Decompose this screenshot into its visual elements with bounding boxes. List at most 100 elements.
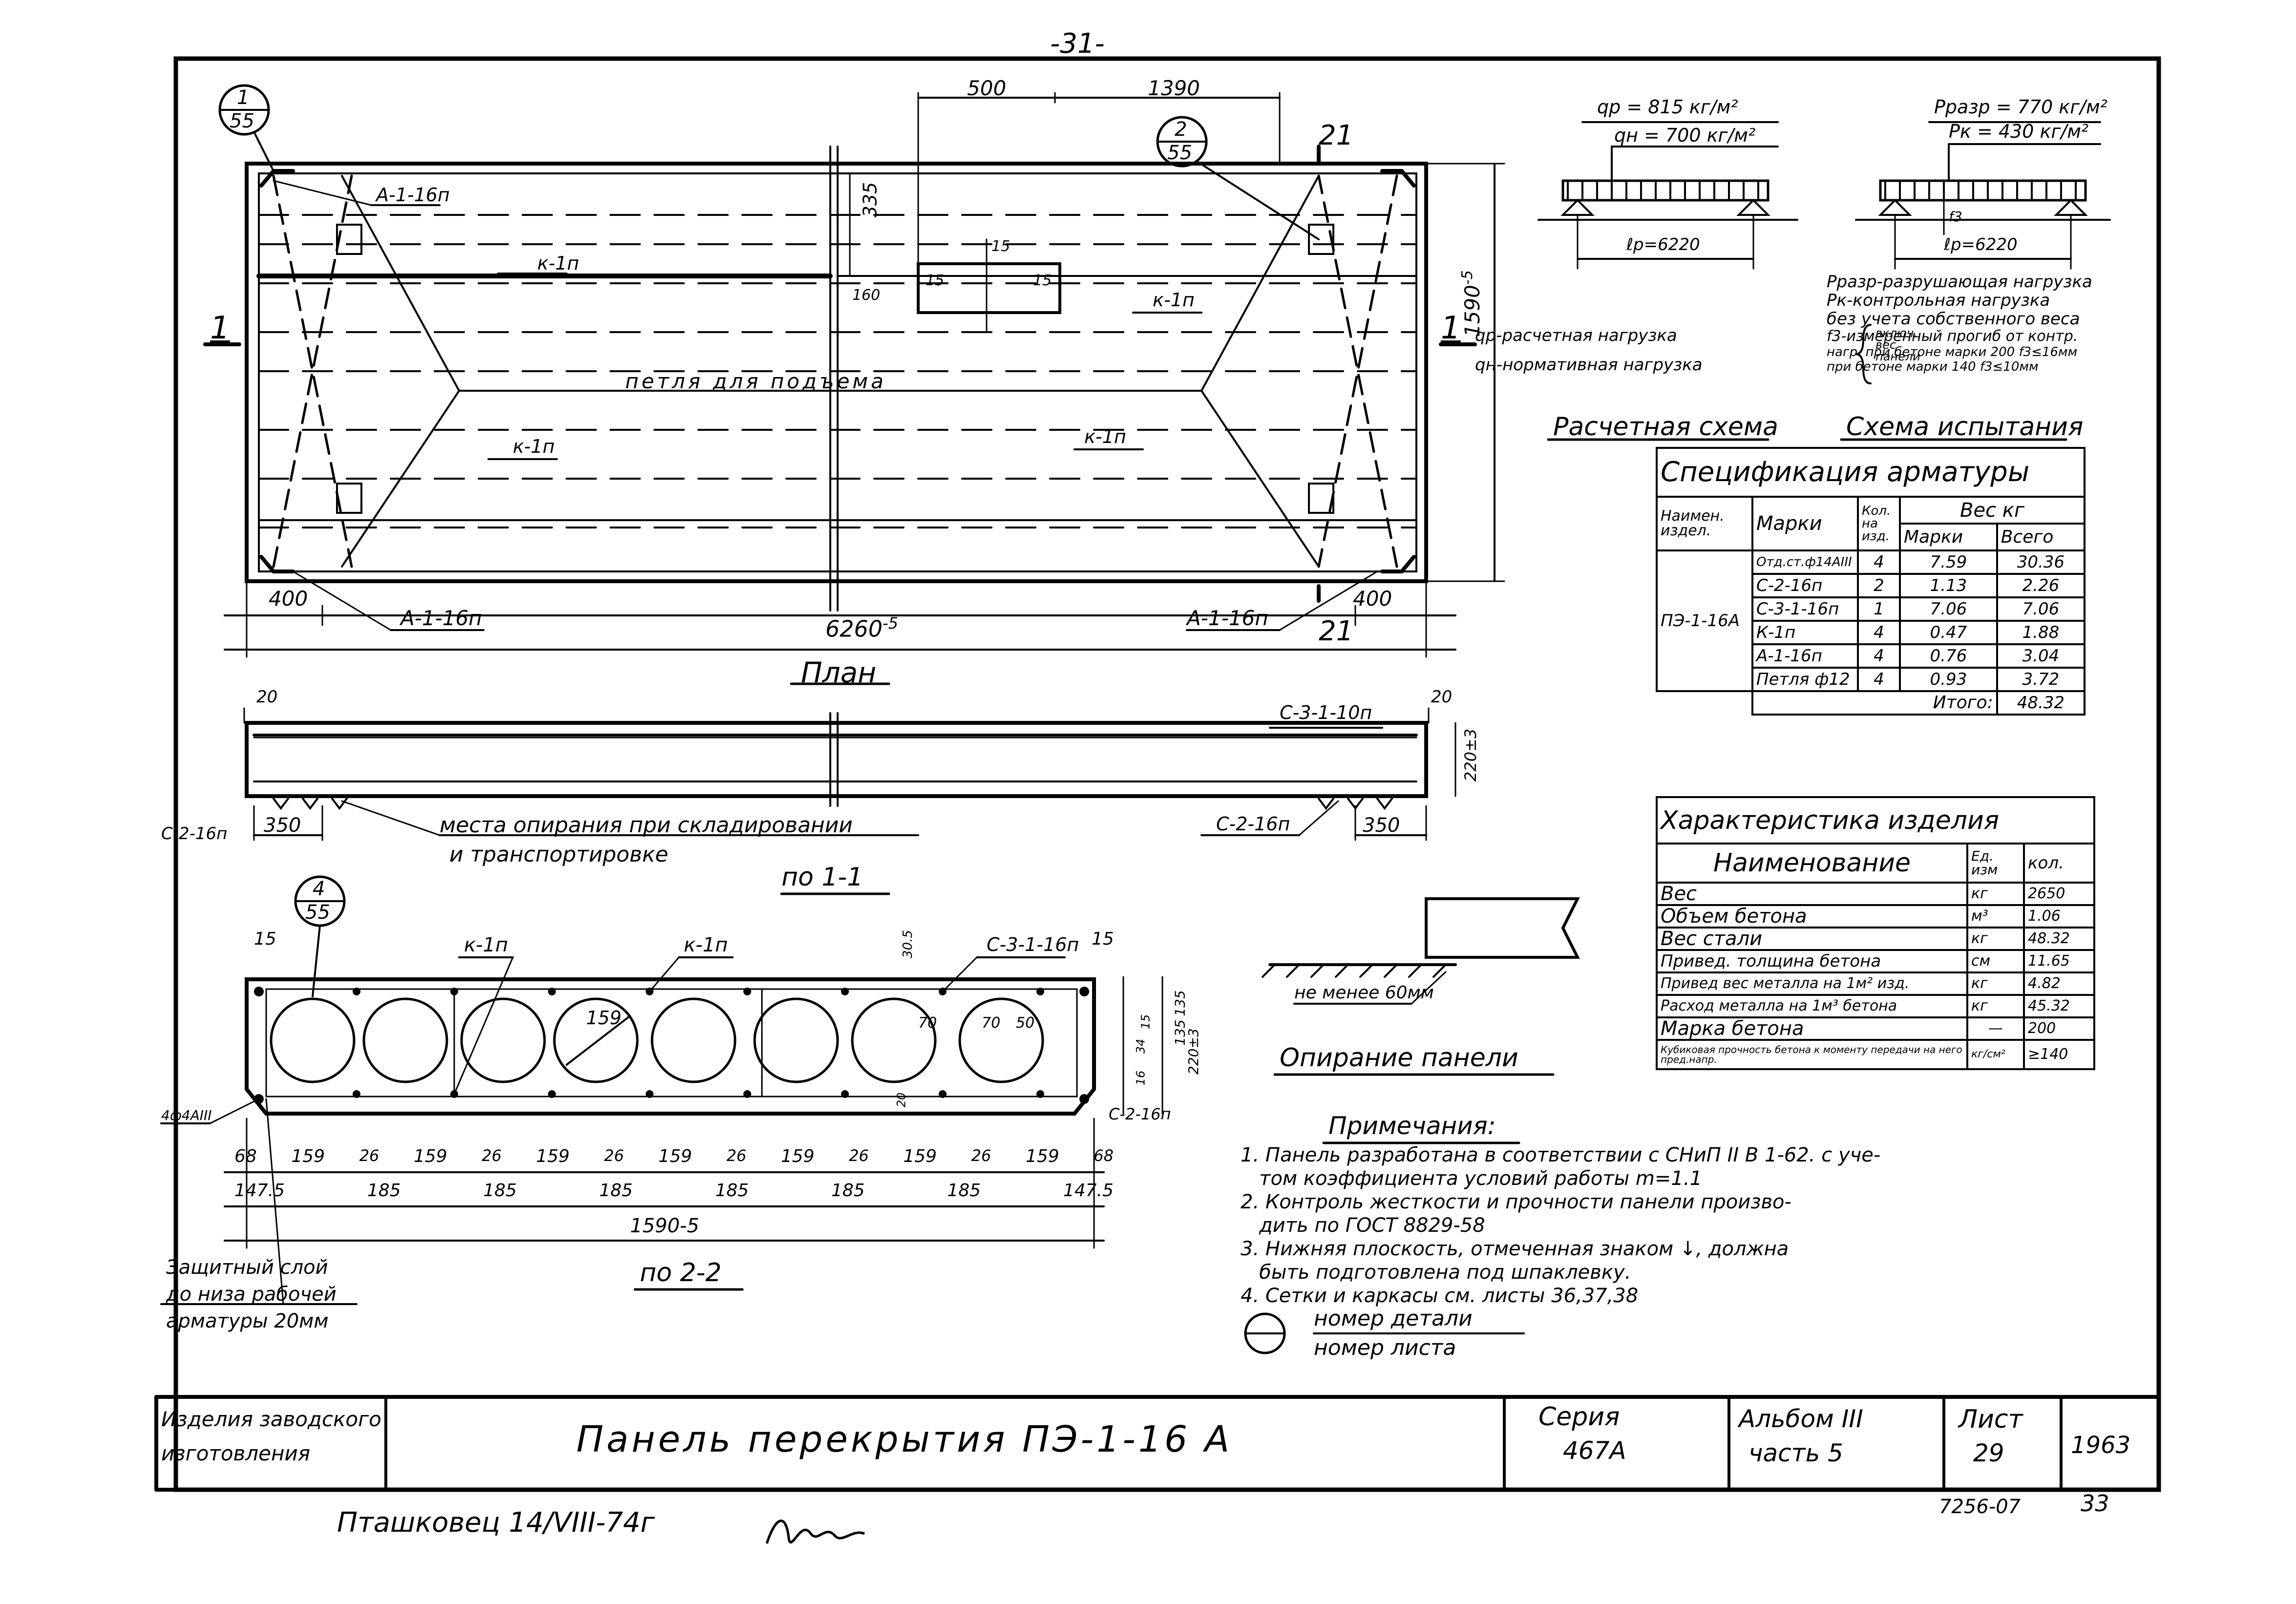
spec-total: 30.36 (1996, 549, 2086, 575)
char-qty: 2650 (2023, 882, 2095, 906)
calc-qn: qн = 700 кг/м² (1614, 125, 1756, 146)
product-char-title: Характеристика изделия (1656, 796, 2095, 844)
s22-dim-159-diam: 159 (586, 1007, 622, 1029)
spec-qty: 2 (1857, 573, 1901, 598)
dim-15b: 15 (1033, 272, 1052, 289)
s22-mid-dim: 147.5 (1063, 1181, 1114, 1201)
notes-list: 1. Панель разработана в соответствии с С… (1241, 1145, 1880, 1306)
char-name: Вес стали (1656, 927, 1968, 951)
tb-album-line1: Альбом III (1739, 1405, 1863, 1433)
tb-year: 1963 (2071, 1432, 2131, 1459)
spec-qty: 4 (1857, 620, 1901, 645)
s22-mid-dim: 185 (831, 1181, 865, 1201)
dim-1390: 1390 (1148, 76, 1200, 100)
s11-label-c31: С-3-1-10п (1280, 702, 1372, 723)
spec-total: 3.72 (1996, 667, 2086, 692)
char-unit: кг (1966, 994, 2025, 1018)
char-name: Объем бетона (1656, 904, 1968, 929)
callout-1-bottom: 55 (230, 110, 254, 132)
dim-15c: 15 (991, 238, 1011, 255)
tb-series-label: Серия (1538, 1402, 1620, 1432)
s22-label-k1-b: к-1п (684, 934, 728, 956)
s11-note-line2: и транспортировке (449, 842, 669, 867)
spec-w: 0.93 (1899, 667, 1998, 692)
dim-15a: 15 (926, 272, 945, 289)
page-number: -31- (1050, 28, 1105, 60)
test-note-line: без учета собственного веса (1827, 309, 2080, 329)
s11-dim-20-left: 20 (256, 687, 278, 707)
notes-title: Примечания: (1328, 1112, 1496, 1140)
s22-mid-dim: 185 (599, 1181, 633, 1201)
test-note-line: f3-измеренный прогиб от контр. (1827, 328, 2078, 345)
tb-page: 33 (2081, 1490, 2109, 1517)
s22-top-dim: 159 (1025, 1146, 1059, 1166)
spec-total-label: Итого: (1751, 690, 1998, 716)
test-p-razr: Рразр = 770 кг/м² (1934, 96, 2107, 118)
tb-left-line2: изготовления (161, 1441, 311, 1465)
test-f3: f3 (1949, 209, 1962, 225)
callout-1-top: 1 (237, 86, 250, 109)
char-qty: 200 (2023, 1016, 2095, 1041)
s22-dim-70b: 70 (982, 1014, 1001, 1032)
calc-span: ℓр=6220 (1626, 235, 1700, 254)
note-line: 3. Нижняя плоскость, отмеченная знаком ↓… (1241, 1238, 1789, 1260)
spec-mark: С-3-1-16п (1751, 596, 1859, 622)
cut-21-top: 21 (1319, 120, 1354, 151)
calc-qp: qр = 815 кг/м² (1597, 96, 1738, 118)
s22-dim-135a: 135 (1172, 990, 1188, 1016)
s22-dim-15-left: 15 (254, 929, 276, 949)
calc-legend-qp: qр-расчетная нагрузка (1475, 326, 1677, 345)
char-qty: 4.82 (2023, 971, 2095, 996)
label-k1-3: к-1п (513, 436, 555, 457)
label-a1-top: А-1-16п (376, 184, 450, 206)
legend-top: номер детали (1314, 1306, 1473, 1331)
s22-cover-line2: до низа рабочей (166, 1283, 337, 1306)
rebar-spec-table: Спецификация арматуры Наимен. издел. Мар… (1656, 447, 2086, 716)
s22-top-dim: 68 (234, 1146, 257, 1166)
spec-total: 2.26 (1996, 573, 2086, 598)
s22-top-dim: 26 (482, 1146, 502, 1165)
s22-top-dim: 159 (903, 1146, 937, 1166)
test-note-line: нагр. при бетоне марки 200 f3≤16мм (1827, 345, 2078, 359)
s22-top-dim: 159 (536, 1146, 570, 1166)
s22-dim-15v: 15 (1138, 1014, 1153, 1030)
spec-qty: 4 (1857, 667, 1901, 692)
dim-335: 335 (859, 182, 881, 218)
spec-w: 7.06 (1899, 596, 1998, 622)
spec-w: 0.47 (1899, 620, 1998, 645)
s22-dim-50: 50 (1016, 1014, 1035, 1032)
cut-21-bottom: 21 (1319, 615, 1354, 647)
s11-title: по 1-1 (781, 863, 864, 892)
s22-label-k1-a: к-1п (464, 934, 508, 956)
callout-2-top: 2 (1175, 118, 1187, 141)
cut-left: 1 (210, 310, 230, 346)
tb-title: Панель перекрытия ПЭ-1-16 А (576, 1418, 1233, 1460)
plan-opening (917, 262, 1061, 314)
dim-length: 6260-5 (825, 615, 898, 640)
dim-length-tol: -5 (883, 614, 898, 633)
note-line: 1. Панель разработана в соответствии с С… (1241, 1144, 1881, 1166)
col-name: Наименование (1656, 843, 1968, 884)
char-name: Привед. толщина бетона (1656, 949, 1968, 973)
plan-outline (245, 162, 1428, 583)
s22-dim-220: 220±3 (1185, 1028, 1201, 1075)
col-item: Наимен. издел. (1656, 496, 1753, 551)
s22-cover-line3: арматуры 20мм (166, 1310, 329, 1332)
col-unit: Ед. изм (1966, 843, 2025, 884)
s22-top-dims: 68 159 26 159 26 159 26 159 26 159 26 15… (234, 1148, 1114, 1165)
spec-mark: С-2-16п (1751, 573, 1859, 598)
test-p-k: Рк = 430 кг/м² (1949, 121, 2089, 142)
col-qty: Кол. на изд. (1857, 496, 1901, 551)
spec-qty: 4 (1857, 643, 1901, 669)
dim-length-value: 6260 (825, 615, 883, 642)
spec-w: 0.76 (1899, 643, 1998, 669)
s22-title: по 2-2 (640, 1258, 722, 1287)
signature (765, 1520, 865, 1544)
char-name: Вес (1656, 882, 1968, 906)
char-qty: 11.65 (2023, 949, 2095, 973)
s22-mid-dim: 185 (715, 1181, 749, 1201)
support-label: не менее 60мм (1294, 983, 1434, 1003)
plan-title: План (801, 656, 877, 689)
spec-w: 1.13 (1899, 573, 1998, 598)
test-note-line: при бетоне марки 140 f3≤10мм (1827, 359, 2039, 374)
